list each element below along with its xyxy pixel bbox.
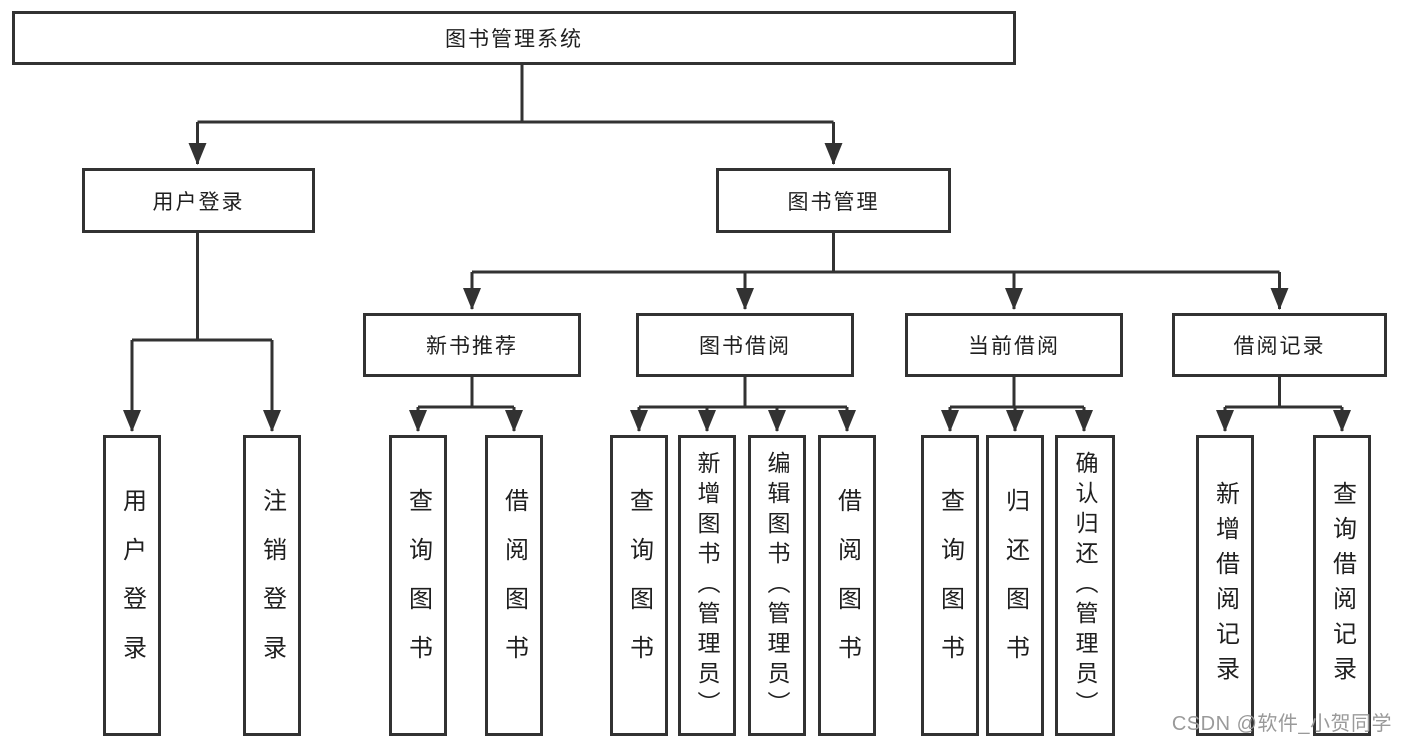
leaf-borrow-query-books: 查询图书 xyxy=(610,435,668,736)
leaf-recommend-borrow-books: 借阅图书 xyxy=(485,435,543,736)
node-current-borrow: 当前借阅 xyxy=(905,313,1123,377)
leaf-borrow-borrow-books: 借阅图书 xyxy=(818,435,876,736)
leaf-current-confirm-return-admin: 确认归还（管理员） xyxy=(1055,435,1115,736)
leaf-borrow-edit-books-admin: 编辑图书（管理员） xyxy=(748,435,806,736)
leaf-record-query: 查询借阅记录 xyxy=(1313,435,1371,736)
node-borrow-record: 借阅记录 xyxy=(1172,313,1387,377)
leaf-current-return-books: 归还图书 xyxy=(986,435,1044,736)
leaf-current-query-books: 查询图书 xyxy=(921,435,979,736)
leaf-logout: 注销登录 xyxy=(243,435,301,736)
watermark: CSDN @软件_小贺同学 xyxy=(1171,713,1392,735)
node-book-borrow: 图书借阅 xyxy=(636,313,854,377)
leaf-user-login: 用户登录 xyxy=(103,435,161,736)
leaf-borrow-add-books-admin: 新增图书（管理员） xyxy=(678,435,736,736)
node-user-login: 用户登录 xyxy=(82,168,315,233)
node-book-management: 图书管理 xyxy=(716,168,951,233)
leaf-record-add: 新增借阅记录 xyxy=(1196,435,1254,736)
node-new-book-recommend: 新书推荐 xyxy=(363,313,581,377)
node-root: 图书管理系统 xyxy=(12,11,1016,65)
leaf-recommend-query-books: 查询图书 xyxy=(389,435,447,736)
